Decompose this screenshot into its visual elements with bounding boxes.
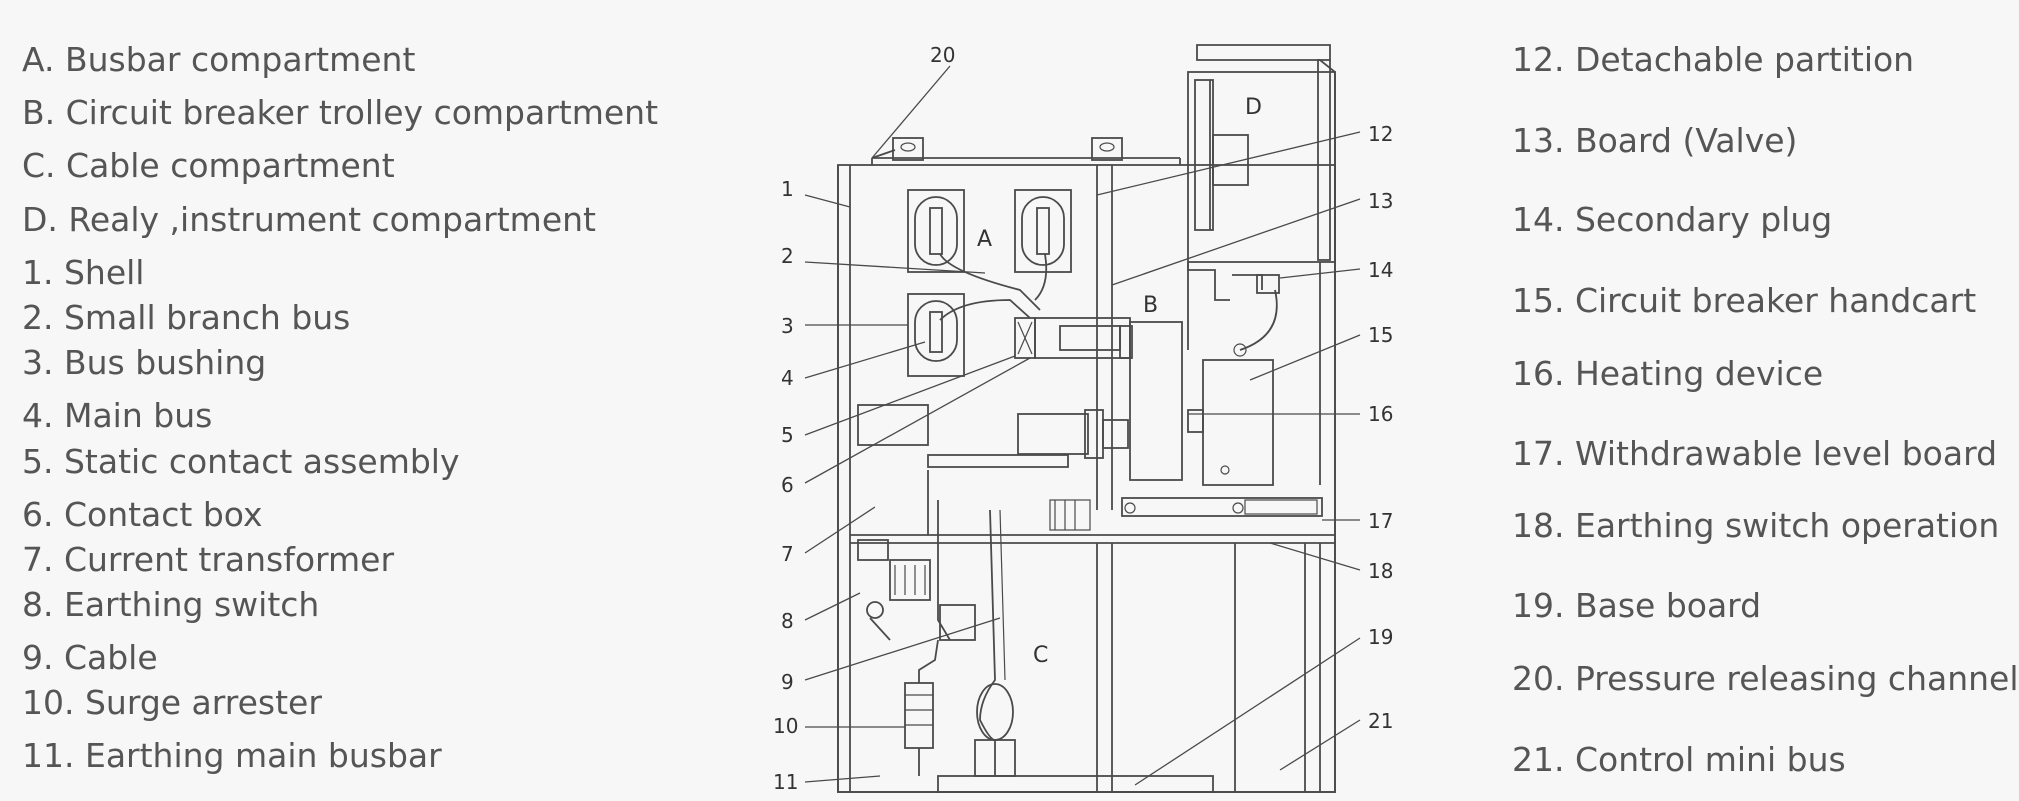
callout-8: 8 [781,609,794,633]
legend-item-14: 14. Secondary plug [1512,200,1833,239]
legend-item-4: 4. Main bus [22,396,213,435]
callout-7: 7 [781,542,794,566]
cabinet-shell [837,44,1336,793]
contact-box [1014,317,1133,459]
legend-item-c: C. Cable compartment [22,146,395,185]
legend-item-a: A. Busbar compartment [22,40,416,79]
callout-19: 19 [1368,625,1393,649]
legend-item-18: 18. Earthing switch operation [1512,506,2000,545]
zone-label-a: A [977,227,992,252]
legend-item-20: 20. Pressure releasing channel [1512,659,2019,698]
callout-15: 15 [1368,323,1393,347]
legend-item-12: 12. Detachable partition [1512,40,1915,79]
legend-item-2: 2. Small branch bus [22,298,351,337]
callout-17: 17 [1368,509,1393,533]
legend-item-13: 13. Board (Valve) [1512,121,1798,160]
callout-1: 1 [781,177,794,201]
callout-21: 21 [1368,709,1393,733]
relay-compartment [1187,59,1336,301]
zone-label-d: D [1245,95,1262,120]
callout-3: 3 [781,314,794,338]
callout-14: 14 [1368,258,1393,282]
callout-20: 20 [930,43,955,67]
legend-item-16: 16. Heating device [1512,354,1824,393]
callout-6: 6 [781,473,794,497]
legend-item-19: 19. Base board [1512,586,1762,625]
legend-item-11: 11. Earthing main busbar [22,736,442,775]
legend-item-b: B. Circuit breaker trolley compartment [22,93,659,132]
legend-item-10: 10. Surge arrester [22,683,322,722]
callout-5: 5 [781,423,794,447]
legend-item-9: 9. Cable [22,638,158,677]
zone-label-c: C [1033,643,1048,668]
callout-16: 16 [1368,402,1393,426]
current-transformer [857,404,1091,535]
breaker-trolley [1121,274,1323,517]
switchgear-diagram: A B C D 1 2 3 4 5 6 7 8 9 10 11 12 13 14… [773,43,1393,794]
legend-item-21: 21. Control mini bus [1512,740,1846,779]
legend-item-d: D. Realy ,instrument compartment [22,200,596,239]
callout-4: 4 [781,366,794,390]
callout-leaders [804,65,1361,786]
legend-item-17: 17. Withdrawable level board [1512,434,1998,473]
legend-item-6: 6. Contact box [22,495,263,534]
partitions [850,165,1335,793]
callout-2: 2 [781,244,794,268]
callout-10: 10 [773,714,798,738]
legend-item-5: 5. Static contact assembly [22,442,460,481]
legend-item-1: 1. Shell [22,253,145,292]
callout-18: 18 [1368,559,1393,583]
callout-12: 12 [1368,122,1393,146]
cable-compartment [857,500,1016,777]
legend-item-3: 3. Bus bushing [22,343,267,382]
callout-9: 9 [781,670,794,694]
callout-13: 13 [1368,189,1393,213]
legend-item-7: 7. Current transformer [22,540,395,579]
legend-item-8: 8. Earthing switch [22,585,320,624]
legend-item-15: 15. Circuit breaker handcart [1512,281,1977,320]
callout-11: 11 [773,770,798,794]
zone-label-b: B [1143,293,1158,318]
bus-bushings [907,189,1072,377]
